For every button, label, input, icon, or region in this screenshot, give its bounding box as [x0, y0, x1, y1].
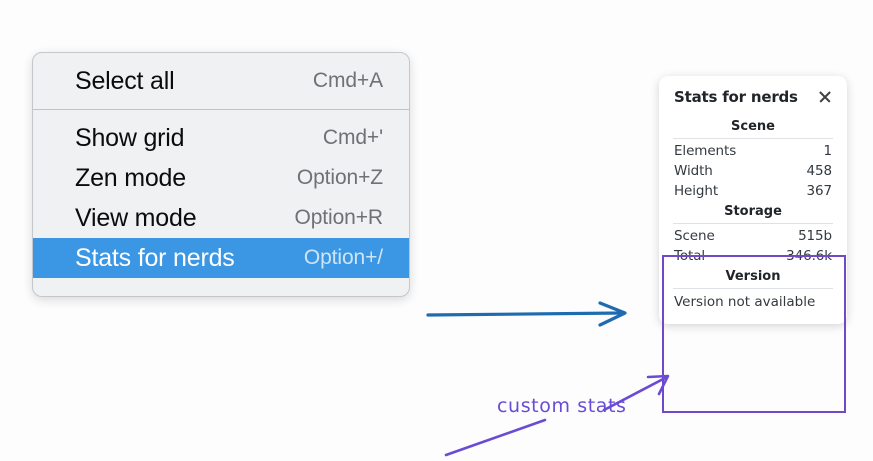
- menu-item-label: Select all: [75, 66, 175, 95]
- stat-key: Total: [674, 248, 706, 264]
- stat-key: Width: [674, 163, 713, 179]
- stat-value: 367: [806, 183, 833, 199]
- menu-item-shortcut: Option+/: [303, 246, 383, 269]
- stat-value: 1: [823, 143, 833, 159]
- custom-stats-label: custom stats: [497, 395, 627, 417]
- section-divider: [673, 288, 833, 289]
- section-divider: [673, 138, 833, 139]
- stat-key: Height: [674, 183, 719, 199]
- stat-key: Scene: [674, 228, 715, 244]
- stat-row-width: Width 458: [659, 161, 847, 181]
- menu-item-shortcut: Option+R: [294, 206, 383, 229]
- panel-header: Stats for nerds: [659, 88, 847, 106]
- version-text: Version not available: [674, 294, 816, 310]
- stat-row-elements: Elements 1: [659, 141, 847, 161]
- menu-item-stats-for-nerds[interactable]: Stats for nerds Option+/: [33, 238, 409, 278]
- menu-item-label: View mode: [75, 203, 197, 232]
- stat-key: Elements: [674, 143, 737, 159]
- section-divider: [673, 223, 833, 224]
- stat-row-height: Height 367: [659, 181, 847, 201]
- menu-section-2: Show grid Cmd+' Zen mode Option+Z View m…: [33, 109, 409, 296]
- menu-item-label: Zen mode: [75, 163, 186, 192]
- stat-value: 346.6k: [786, 248, 832, 264]
- menu-section-1: Select all Cmd+A: [33, 53, 409, 109]
- menu-item-label: Show grid: [75, 123, 185, 152]
- section-heading-version: Version: [725, 269, 781, 284]
- stat-row-total: Total 346.6k: [659, 246, 847, 266]
- stat-value: 515b: [798, 228, 832, 244]
- menu-item-label: Stats for nerds: [75, 243, 235, 272]
- section-heading-storage: Storage: [724, 204, 782, 219]
- menu-item-shortcut: Cmd+A: [312, 69, 383, 92]
- menu-item-shortcut: Cmd+': [322, 126, 383, 149]
- menu-bottom-padding: [33, 278, 409, 288]
- menu-item-select-all[interactable]: Select all Cmd+A: [33, 61, 409, 101]
- menu-to-panel-arrow: [426, 301, 627, 327]
- menu-item-shortcut: Option+Z: [296, 166, 383, 189]
- close-icon[interactable]: [817, 89, 833, 105]
- custom-stats-underline: [444, 418, 547, 457]
- menu-item-show-grid[interactable]: Show grid Cmd+': [33, 118, 409, 158]
- section-heading-scene: Scene: [731, 119, 775, 134]
- menu-item-view-mode[interactable]: View mode Option+R: [33, 198, 409, 238]
- panel-title: Stats for nerds: [674, 88, 798, 106]
- menu-item-zen-mode[interactable]: Zen mode Option+Z: [33, 158, 409, 198]
- context-menu[interactable]: Select all Cmd+A Show grid Cmd+' Zen mod…: [32, 52, 410, 297]
- stat-value: 458: [806, 163, 833, 179]
- stats-for-nerds-panel: Stats for nerds Scene Elements 1 Width 4…: [659, 76, 847, 324]
- stat-row-scene: Scene 515b: [659, 226, 847, 246]
